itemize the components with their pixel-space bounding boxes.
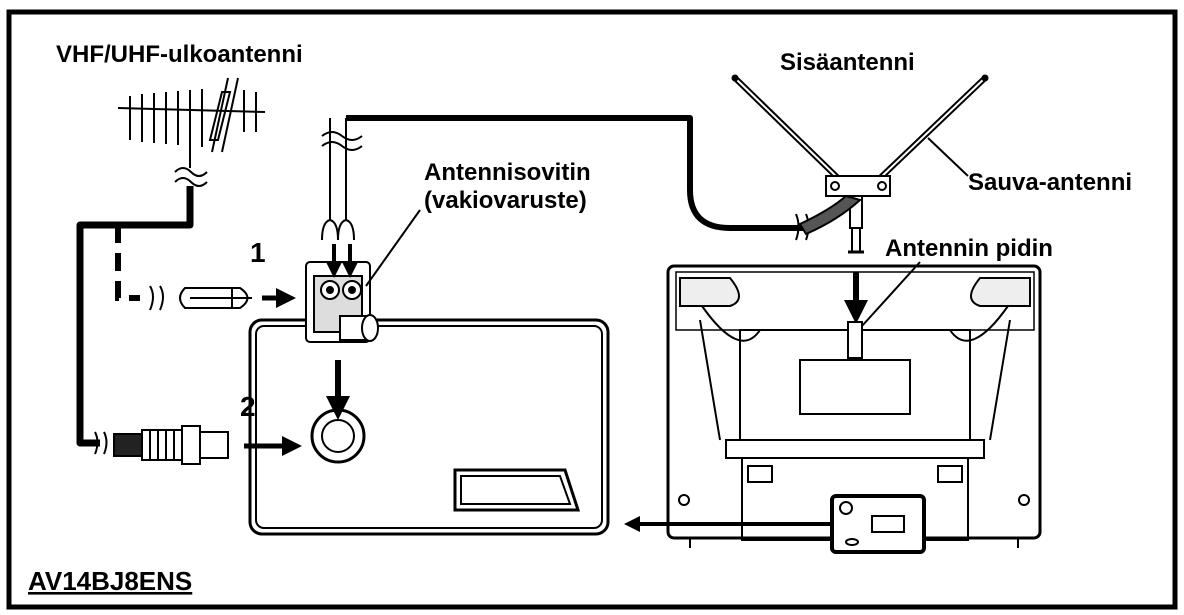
adapter-leader-line — [365, 209, 421, 287]
cable-break-icon — [94, 431, 108, 455]
indoor-antenna-icon — [731, 74, 989, 254]
rod-antenna-leader-line — [927, 137, 969, 177]
indoor-antenna-label: Sisäantenni — [780, 49, 915, 76]
outdoor-antenna-icon — [117, 77, 266, 187]
outdoor-antenna-cable — [76, 186, 194, 447]
antenna-holder-label: Antennin pidin — [885, 235, 1053, 262]
cable-break-icon-2 — [149, 285, 164, 311]
adapter-sublabel: (vakiovaruste) — [424, 187, 587, 214]
step-1-label: 1 — [250, 237, 266, 268]
tv-back-panel — [248, 318, 610, 536]
antenna-socket-icon — [310, 408, 366, 464]
twin-lead-icon — [321, 118, 363, 278]
indoor-antenna-cable — [346, 115, 815, 231]
tv-connector-box — [830, 494, 926, 554]
coax-plug-icon — [113, 425, 229, 465]
adapter-label: Antennisovitin — [424, 159, 591, 186]
alternate-cable-dashed — [115, 225, 140, 301]
antenna-adapter-icon — [305, 261, 379, 343]
outdoor-antenna-label: VHF/UHF-ulkoantenni — [56, 41, 303, 68]
step-2-label: 2 — [240, 391, 256, 422]
tv-rear-view — [666, 264, 1042, 548]
model-code-label: AV14BJ8ENS — [28, 566, 192, 596]
rod-antenna-label: Sauva-antenni — [968, 169, 1132, 196]
diagram-frame — [6, 9, 1178, 610]
flat-cable-end-icon — [179, 287, 252, 309]
